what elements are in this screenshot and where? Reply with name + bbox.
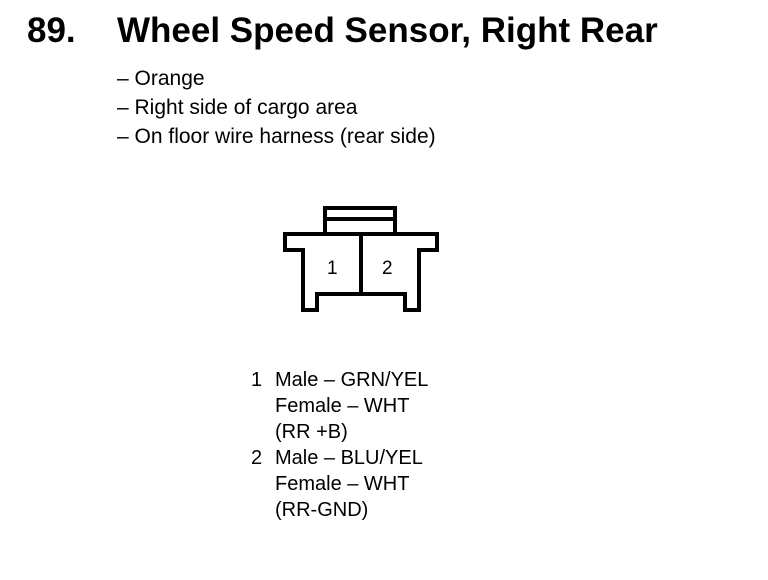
pin-circuit: (RR-GND) bbox=[275, 499, 369, 521]
pin-male-wire: Male – GRN/YEL bbox=[275, 369, 429, 391]
connector-details: – Orange – Right side of cargo area – On… bbox=[117, 64, 436, 151]
pin-assignments: 1 Male – GRN/YEL Female – WHT (RR +B) 2 … bbox=[251, 367, 428, 523]
item-title: Wheel Speed Sensor, Right Rear bbox=[117, 11, 658, 50]
detail-color: – Orange bbox=[117, 67, 205, 90]
pin-female-wire: Female – WHT bbox=[275, 395, 410, 417]
pin-entry: 2 Male – BLU/YEL Female – WHT (RR-GND) bbox=[251, 445, 428, 523]
connector-lock-tab bbox=[323, 206, 397, 238]
pin-label-1: 1 bbox=[327, 258, 338, 279]
pin-entry: 1 Male – GRN/YEL Female – WHT (RR +B) bbox=[251, 367, 428, 445]
pin-female-wire: Female – WHT bbox=[275, 473, 410, 495]
pin-number: 2 bbox=[251, 447, 263, 469]
pin-number: 1 bbox=[251, 369, 263, 391]
detail-harness: – On floor wire harness (rear side) bbox=[117, 125, 436, 148]
pin-circuit: (RR +B) bbox=[275, 421, 348, 443]
connector-diagram: 1 2 bbox=[283, 206, 439, 312]
page-title: 89. Wheel Speed Sensor, Right Rear bbox=[27, 9, 658, 53]
item-number: 89. bbox=[27, 11, 76, 50]
pin-male-wire: Male – BLU/YEL bbox=[275, 447, 423, 469]
detail-location: – Right side of cargo area bbox=[117, 96, 358, 119]
pin-label-2: 2 bbox=[382, 258, 393, 279]
